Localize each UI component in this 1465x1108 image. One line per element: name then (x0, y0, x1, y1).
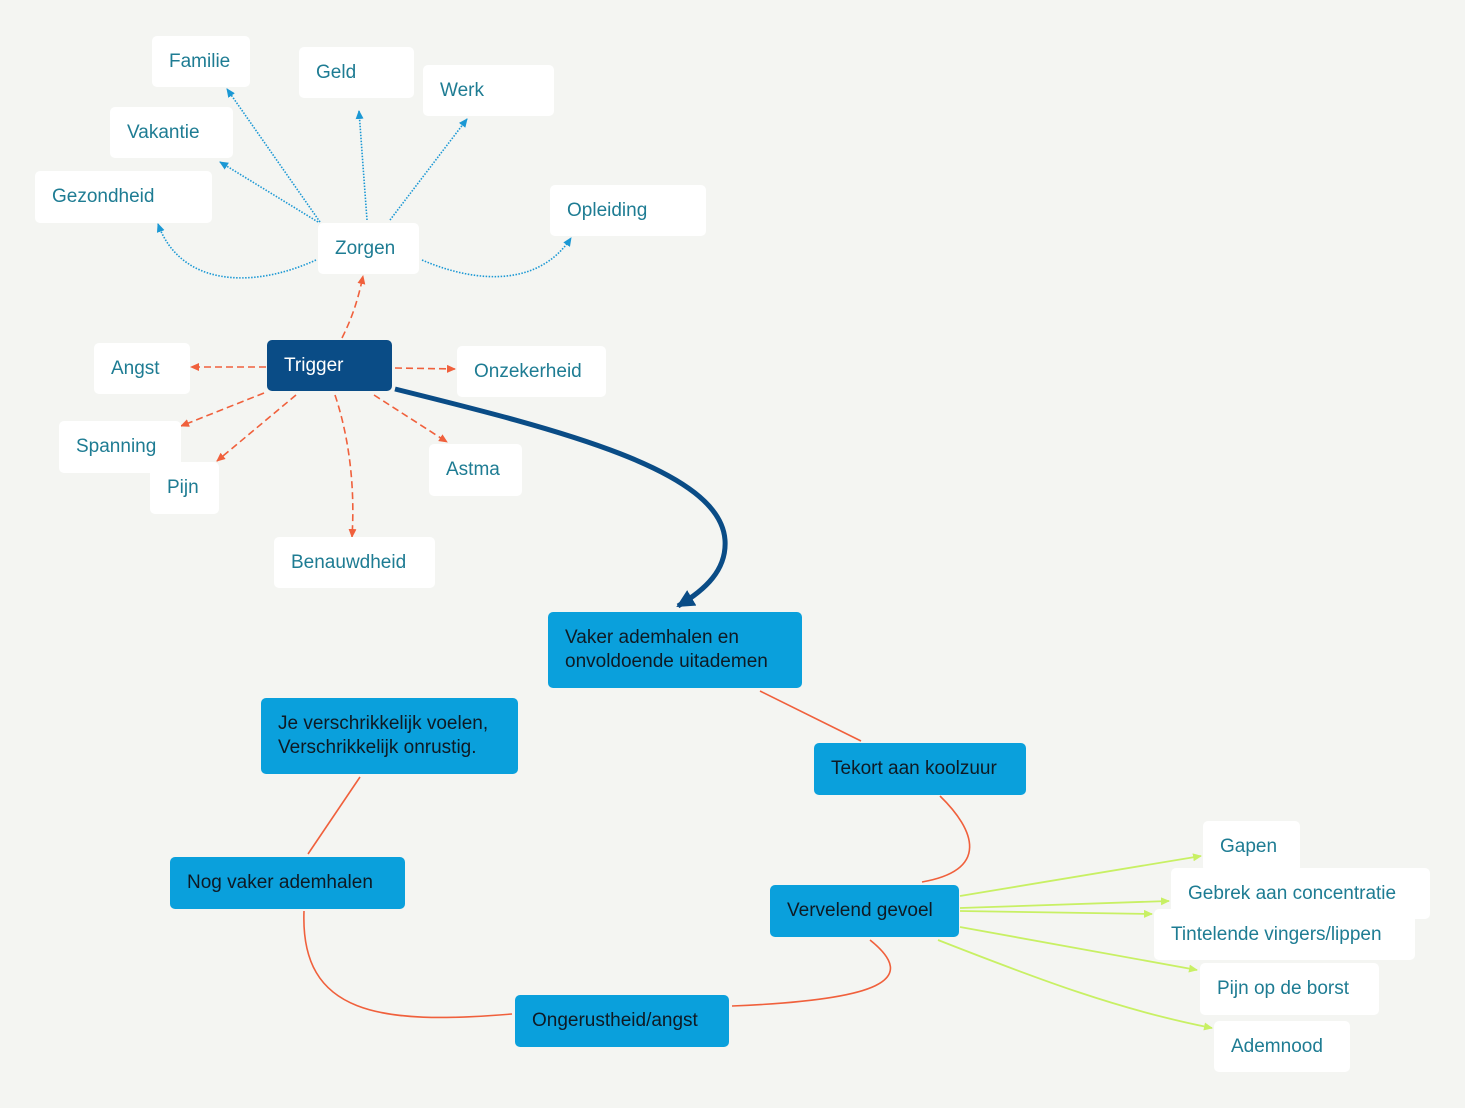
node-onzekerheid[interactable]: Onzekerheid (457, 346, 606, 397)
node-astma[interactable]: Astma (429, 444, 522, 496)
link-zorgen-gezondheid (156, 223, 317, 279)
node-vaker-ademhalen-line1: Vaker ademhalen en (565, 627, 739, 648)
link-cycle-5-6 (307, 776, 361, 855)
link-gevoel-tintelende (959, 909, 1153, 918)
node-spanning-label: Spanning (76, 436, 157, 457)
node-opleiding-label: Opleiding (567, 199, 648, 221)
node-geld-label: Geld (316, 61, 357, 83)
node-onzekerheid-label: Onzekerheid (474, 360, 582, 382)
node-tintelende-label: Tintelende vingers/lippen (1171, 923, 1382, 945)
node-ademnood[interactable]: Ademnood (1214, 1021, 1350, 1072)
link-zorgen-familie (226, 88, 321, 223)
link-cycle-4-5 (303, 910, 513, 1019)
node-trigger-label: Trigger (284, 354, 344, 376)
node-benauwdheid[interactable]: Benauwdheid (274, 537, 435, 588)
node-vaker-ademhalen[interactable]: Vaker ademhalen en onvoldoende uitademen (548, 612, 802, 688)
node-vervelend-gevoel-label: Vervelend gevoel (787, 900, 933, 921)
node-ongerustheid-label: Ongerustheid/angst (532, 1010, 698, 1031)
node-werk-label: Werk (440, 79, 484, 101)
node-angst-label: Angst (111, 357, 160, 379)
link-trigger-pijn (216, 394, 297, 462)
link-zorgen-vakantie (219, 161, 319, 223)
link-trigger-benauwdheid (334, 394, 357, 538)
node-concentratie-label: Gebrek aan concentratie (1188, 882, 1397, 904)
link-gevoel-pijn (959, 926, 1198, 973)
node-pijn[interactable]: Pijn (150, 462, 219, 514)
link-gevoel-ademnood (937, 939, 1213, 1031)
node-geld[interactable]: Geld (299, 47, 414, 98)
link-gevoel-gapen (959, 853, 1202, 897)
node-gezondheid[interactable]: Gezondheid (35, 171, 212, 223)
link-trigger-cycle (394, 386, 728, 609)
node-verschrikkelijk[interactable]: Je verschrikkelijk voelen, Verschrikkeli… (261, 698, 518, 774)
node-pijn-borst[interactable]: Pijn op de borst (1200, 963, 1379, 1015)
node-ongerustheid[interactable]: Ongerustheid/angst (515, 995, 729, 1047)
node-familie-label: Familie (169, 50, 231, 72)
link-cycle-1-2 (759, 690, 862, 742)
node-vakantie[interactable]: Vakantie (110, 107, 233, 158)
link-gevoel-concentratie (959, 897, 1170, 909)
node-verschrikkelijk-line1: Je verschrikkelijk voelen, (278, 713, 489, 734)
node-pijn-label: Pijn (167, 477, 199, 498)
node-astma-label: Astma (446, 459, 500, 480)
node-zorgen-label: Zorgen (335, 237, 396, 259)
node-vervelend-gevoel[interactable]: Vervelend gevoel (770, 885, 959, 937)
link-zorgen-geld (355, 110, 368, 221)
node-benauwdheid-label: Benauwdheid (291, 551, 407, 573)
link-zorgen-werk (389, 118, 468, 221)
node-vakantie-label: Vakantie (127, 121, 200, 143)
link-trigger-onzekerheid (394, 364, 456, 373)
node-verschrikkelijk-line2: Verschrikkelijk onrustig. (278, 737, 477, 758)
node-vaker-ademhalen-line2: onvoldoende uitademen (565, 651, 768, 672)
link-trigger-spanning (180, 392, 265, 427)
node-ademnood-label: Ademnood (1231, 1035, 1323, 1057)
node-familie[interactable]: Familie (152, 36, 250, 87)
node-opleiding[interactable]: Opleiding (550, 185, 706, 236)
link-cycle-2-3 (921, 795, 971, 883)
node-tekort-koolzuur[interactable]: Tekort aan koolzuur (814, 743, 1026, 795)
node-gapen[interactable]: Gapen (1203, 821, 1300, 872)
node-trigger[interactable]: Trigger (267, 340, 392, 391)
node-zorgen[interactable]: Zorgen (318, 223, 419, 274)
node-nog-vaker[interactable]: Nog vaker ademhalen (170, 857, 405, 909)
link-zorgen-opleiding (421, 237, 572, 278)
node-pijn-borst-label: Pijn op de borst (1217, 978, 1350, 999)
node-tekort-koolzuur-label: Tekort aan koolzuur (831, 758, 997, 779)
node-tintelende[interactable]: Tintelende vingers/lippen (1154, 909, 1415, 960)
link-cycle-3-4 (731, 939, 892, 1007)
link-trigger-zorgen (341, 275, 366, 339)
link-trigger-astma (373, 394, 448, 443)
node-gezondheid-label: Gezondheid (52, 186, 155, 207)
node-gapen-label: Gapen (1220, 835, 1278, 857)
node-angst[interactable]: Angst (94, 343, 190, 394)
node-nog-vaker-label: Nog vaker ademhalen (187, 872, 373, 893)
node-werk[interactable]: Werk (423, 65, 554, 116)
